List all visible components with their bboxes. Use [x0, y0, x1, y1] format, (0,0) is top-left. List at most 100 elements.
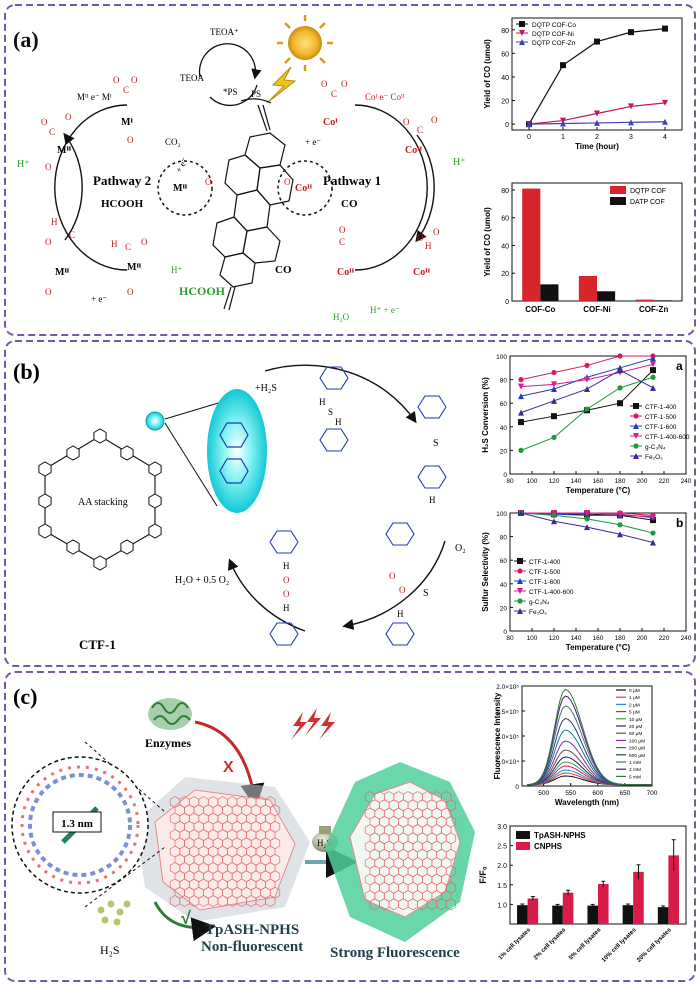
m-reaction-top: Mᴵᴵ e⁻ Mᴵ: [77, 92, 112, 102]
legend-label: 0 μM: [629, 688, 640, 694]
x-tick-label: 80: [506, 478, 514, 485]
x-tick-label: 80: [506, 635, 514, 642]
bar: [527, 898, 539, 924]
x-tick-label: 140: [571, 478, 582, 485]
legend-label: CTF-1-600: [645, 424, 677, 431]
x-tick-label: 140: [571, 635, 582, 642]
y-tick-label: 40: [501, 75, 509, 82]
y-tick-label: 0: [515, 784, 519, 791]
data-point: [617, 367, 623, 374]
bar: [562, 892, 574, 924]
triazine-ring: [120, 445, 134, 461]
y-tick-label: 100: [496, 354, 507, 361]
data-point: [594, 38, 600, 45]
svg-text:C: C: [339, 237, 345, 247]
bar: [522, 188, 541, 301]
legend-label: TpASH-NPHS: [534, 831, 586, 840]
honeycomb-cell: [445, 898, 457, 911]
x-tick-label: 100: [527, 478, 538, 485]
y-tick-label: 2.5: [497, 844, 507, 851]
panel-c-label: (c): [13, 684, 37, 709]
h2s-plus: +H₂S: [255, 383, 277, 394]
honeycomb-right: [364, 791, 457, 911]
y-tick-label: 20: [501, 271, 509, 278]
x-tick-label: 220: [659, 635, 670, 642]
data-point: [628, 103, 634, 110]
data-point: [617, 400, 623, 407]
panel-a-frame: [4, 4, 696, 336]
svg-text:O: O: [65, 112, 72, 122]
bar: [552, 905, 563, 924]
legend-marker: [633, 453, 639, 459]
y-tick-label: 2.0×10⁵: [496, 684, 519, 691]
h-plus-e-bottom: H⁺ + e⁻: [370, 305, 400, 315]
svg-text:H: H: [425, 241, 432, 251]
x-axis-label: Temperature (°C): [566, 486, 631, 495]
svg-text:O: O: [431, 115, 438, 125]
svg-text:O: O: [399, 585, 406, 595]
svg-text:H: H: [51, 217, 58, 227]
co2-label: CO₂: [165, 137, 181, 147]
legend-label: CTF-1-500: [645, 414, 677, 421]
s-label-top: S: [433, 438, 439, 449]
aa-stacking-label: AA stacking: [78, 497, 128, 508]
center-m2: Mᴵᴵ: [173, 183, 188, 194]
svg-text:O: O: [283, 575, 290, 585]
honeycomb-cell: [265, 895, 276, 907]
x-tick-label: 160: [593, 478, 604, 485]
legend-marker: [633, 433, 639, 439]
legend-label: 10 μM: [629, 717, 642, 723]
h2s-bottle-label: H₂S: [317, 838, 332, 848]
legend-label: 5 μM: [629, 710, 640, 716]
legend-label: DQTP COF-Ni: [532, 31, 574, 38]
y-tick-label: 0: [503, 472, 507, 479]
pathway2-cycle: [54, 104, 128, 271]
data-point: [526, 121, 532, 128]
h-atom-2: H: [335, 417, 342, 427]
data-point: [662, 99, 668, 106]
data-point: [662, 118, 668, 125]
legend-marker: [633, 423, 639, 429]
data-point: [551, 518, 557, 525]
x-axis-label: Temperature (°C): [566, 643, 631, 652]
data-point: [584, 516, 590, 522]
x-tick-label: 200: [637, 478, 648, 485]
data-point: [551, 434, 557, 441]
svg-text:O: O: [141, 237, 148, 247]
legend-label: 2 mM: [629, 767, 641, 773]
nanosheet-left: [135, 777, 310, 922]
y-tick-label: 60: [501, 51, 509, 58]
legend-marker: [633, 443, 639, 449]
panel-b-label: (b): [13, 359, 40, 384]
nonfluor-label: Non-fluorescent: [201, 939, 303, 955]
co2-bottom: Coᴵᴵ: [337, 267, 355, 278]
pathway1-cycle: [354, 104, 428, 271]
x-tick-label: 200: [637, 635, 648, 642]
legend-label: 200 μM: [629, 746, 645, 752]
legend-label: Fe₂O₃: [645, 454, 663, 461]
bar: [653, 300, 672, 301]
legend-label: DQTP COF-Zn: [532, 40, 576, 47]
svg-text:O: O: [205, 177, 212, 187]
data-point: [551, 386, 557, 393]
co2-right-low: Coᴵᴵ: [413, 267, 431, 278]
triazine-ring: [120, 539, 134, 555]
legend-marker: [517, 598, 523, 604]
h-atom-6: H: [397, 609, 404, 619]
data-point: [650, 367, 656, 374]
plus-e-left-bottom: + e⁻: [91, 294, 107, 304]
data-point: [584, 386, 590, 393]
svg-text:O: O: [45, 162, 52, 172]
legend-marker: [517, 558, 523, 564]
legend-marker: [517, 588, 523, 594]
co1-left: Coᴵ: [323, 117, 338, 128]
data-point: [650, 374, 656, 380]
legend-label: Fe₂O₃: [529, 609, 547, 616]
honeycomb-left: [169, 796, 281, 907]
ps-star-label: *PS: [223, 87, 238, 97]
data-point: [584, 524, 590, 531]
s-label-right: S: [423, 588, 429, 599]
x-tick-label: 0: [527, 134, 531, 141]
